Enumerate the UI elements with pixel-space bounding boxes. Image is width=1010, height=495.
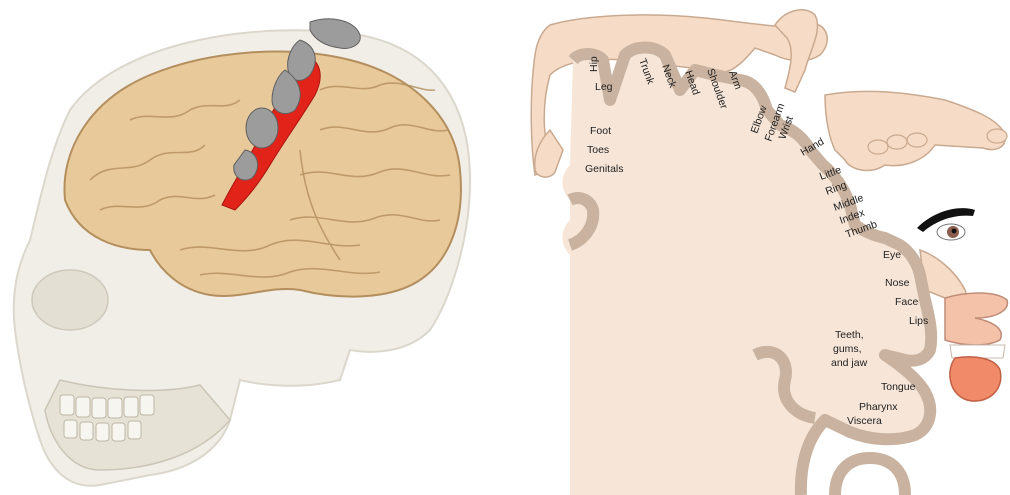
label-genitals: Genitals [585,163,624,175]
label-face: Face [895,296,919,308]
label-leg: Leg [595,81,613,93]
label-hip: Hip [588,56,600,72]
lips-drawing [945,293,1007,345]
pupil-drawing [952,229,957,234]
cortical-map: Hip Leg Foot Toes Genitals Trunk Neck He… [505,0,1010,495]
label-teeth-2: gums, [833,343,862,355]
label-viscera: Viscera [847,415,882,427]
label-lips: Lips [909,315,928,327]
tongue-drawing [950,357,1001,401]
cortical-map-panel: Hip Leg Foot Toes Genitals Trunk Neck He… [505,0,1010,495]
hand-drawing [825,91,1005,170]
brain-illustration-panel [0,0,505,495]
label-nose: Nose [885,277,910,289]
label-toes: Toes [587,144,609,156]
label-teeth-1: Teeth, [835,329,864,341]
label-eye: Eye [883,249,901,261]
label-teeth-3: and jaw [831,357,868,369]
label-foot: Foot [590,125,611,137]
label-pharynx: Pharynx [859,401,898,413]
label-tongue: Tongue [881,381,916,393]
eye-socket [32,270,108,330]
brain-skull-image [0,0,505,495]
teeth-drawing [950,345,1005,358]
cortex-fold-bottom [835,458,905,495]
